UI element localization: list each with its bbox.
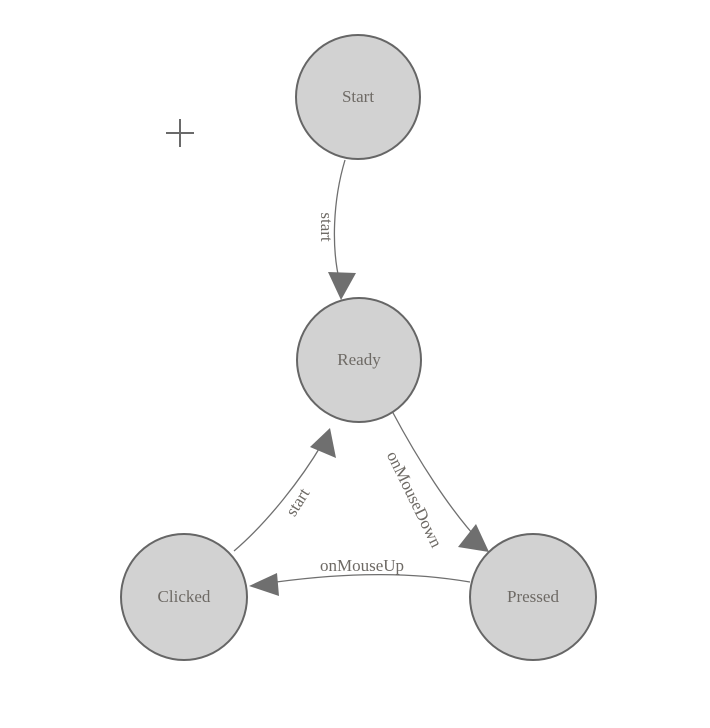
edge-label-ready-to-pressed: onMouseDown xyxy=(383,448,446,551)
edge-label-start-to-ready: start xyxy=(317,212,336,242)
state-circle-ready xyxy=(296,297,422,423)
state-label-ready: Ready xyxy=(337,350,381,369)
edge-path-clicked-to-ready xyxy=(233,443,323,552)
plus-marker-icon[interactable] xyxy=(166,119,194,147)
edge-clicked-to-ready[interactable]: start xyxy=(233,428,336,552)
state-label-pressed: Pressed xyxy=(507,587,559,606)
state-circle-pressed xyxy=(469,533,597,661)
arrowhead-into-ready-from-start xyxy=(328,272,356,300)
edge-start-to-ready[interactable]: start xyxy=(317,159,356,300)
arrowhead-into-pressed xyxy=(458,524,489,552)
state-label-clicked: Clicked xyxy=(158,587,211,606)
state-label-start: Start xyxy=(342,87,374,106)
state-node-start[interactable]: Start xyxy=(295,34,421,160)
edge-ready-to-pressed[interactable]: onMouseDown xyxy=(383,410,489,552)
edge-path-ready-to-pressed xyxy=(391,410,482,544)
arrowhead-into-ready-from-clicked xyxy=(310,428,336,458)
arrowhead-into-clicked xyxy=(249,573,279,596)
edge-label-pressed-to-clicked: onMouseUp xyxy=(320,556,404,575)
edge-pressed-to-clicked[interactable]: onMouseUp xyxy=(249,556,471,596)
state-node-clicked[interactable]: Clicked xyxy=(120,533,248,661)
state-circle-clicked xyxy=(120,533,248,661)
state-circle-start xyxy=(295,34,421,160)
state-node-ready[interactable]: Ready xyxy=(296,297,422,423)
edge-label-clicked-to-ready: start xyxy=(282,484,314,519)
state-node-pressed[interactable]: Pressed xyxy=(469,533,597,661)
edge-path-pressed-to-clicked xyxy=(261,573,471,585)
edge-path-start-to-ready xyxy=(333,159,346,284)
